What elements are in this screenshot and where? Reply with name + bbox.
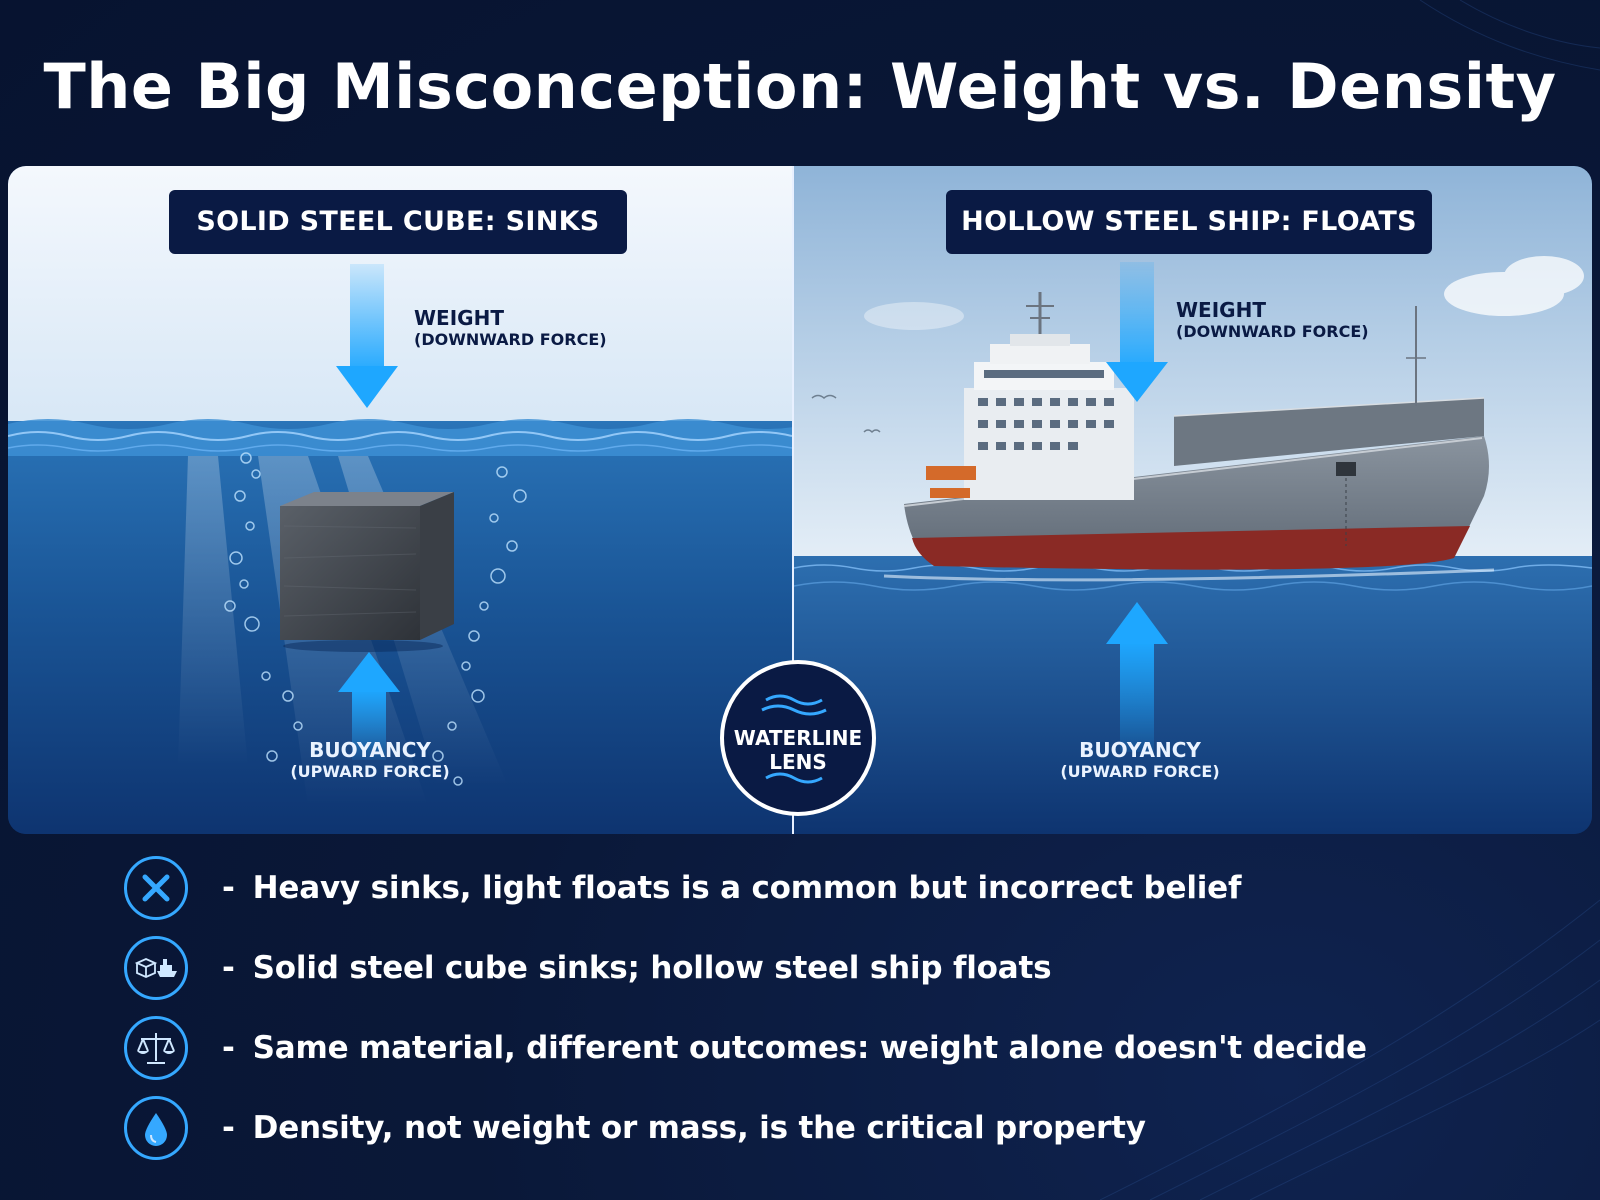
ship-weight-label: WEIGHT (DOWNWARD FORCE) — [1176, 298, 1369, 341]
ship-panel-title: HOLLOW STEEL SHIP: FLOATS — [946, 190, 1432, 254]
buoyancy-arrow-shaft — [1120, 642, 1154, 752]
ship-scene — [794, 166, 1592, 834]
wave-icon — [761, 694, 827, 784]
weight-subtext: (DOWNWARD FORCE) — [1176, 322, 1369, 341]
badge-line-1: WATERLINE — [733, 726, 863, 750]
bullet-dash: - — [222, 950, 235, 986]
point-text: Same material, different outcomes: weigh… — [252, 1030, 1367, 1066]
bullet-dash: - — [222, 870, 235, 906]
weight-text: WEIGHT — [414, 306, 504, 330]
x-icon — [124, 856, 188, 920]
bullet-dash: - — [222, 1030, 235, 1066]
comparison-panels: SOLID STEEL CUBE: SINKS WEIGHT (DOWNWARD… — [8, 166, 1592, 834]
buoyancy-subtext: (UPWARD FORCE) — [1060, 762, 1220, 781]
cube-buoyancy-label: BUOYANCY (UPWARD FORCE) — [290, 738, 450, 781]
steel-ship — [903, 292, 1489, 570]
list-item: -Density, not weight or mass, is the cri… — [124, 1096, 1424, 1164]
weight-arrow-head — [1106, 362, 1168, 402]
point-text: Density, not weight or mass, is the crit… — [252, 1110, 1146, 1146]
panel-divider — [792, 166, 794, 834]
buoyancy-arrow-head — [338, 652, 400, 692]
ship-panel: HOLLOW STEEL SHIP: FLOATS WEIGHT (DOWNWA… — [794, 166, 1592, 834]
cube-weight-label: WEIGHT (DOWNWARD FORCE) — [414, 306, 607, 349]
bullet-dash: - — [222, 1110, 235, 1146]
cube-scene — [8, 166, 792, 834]
buoyancy-subtext: (UPWARD FORCE) — [290, 762, 450, 781]
list-item: -Same material, different outcomes: weig… — [124, 1016, 1424, 1084]
list-item: -Heavy sinks, light floats is a common b… — [124, 856, 1424, 924]
weight-text: WEIGHT — [1176, 298, 1266, 322]
cube-panel-title: SOLID STEEL CUBE: SINKS — [169, 190, 627, 254]
point-text: Heavy sinks, light floats is a common bu… — [252, 870, 1242, 906]
water-drop-icon — [124, 1096, 188, 1160]
waterline-lens-badge: WATERLINE LENS — [720, 660, 876, 816]
cube-ship-icon — [124, 936, 188, 1000]
list-item: -Solid steel cube sinks; hollow steel sh… — [124, 936, 1424, 1004]
point-text: Solid steel cube sinks; hollow steel shi… — [252, 950, 1052, 986]
badge-line-2: LENS — [769, 750, 827, 774]
page-title: The Big Misconception: Weight vs. Densit… — [43, 50, 1557, 123]
buoyancy-text: BUOYANCY — [1079, 738, 1201, 762]
weight-arrow-shaft — [350, 264, 384, 376]
cube-panel: SOLID STEEL CUBE: SINKS WEIGHT (DOWNWARD… — [8, 166, 792, 834]
scale-icon — [124, 1016, 188, 1080]
badge-label: WATERLINE LENS — [724, 726, 872, 774]
weight-arrow-shaft — [1120, 262, 1154, 372]
buoyancy-arrow-shaft — [352, 690, 386, 760]
buoyancy-arrow-head — [1106, 602, 1168, 644]
weight-subtext: (DOWNWARD FORCE) — [414, 330, 607, 349]
buoyancy-text: BUOYANCY — [309, 738, 431, 762]
steel-cube — [280, 492, 454, 652]
weight-arrow-head — [336, 366, 398, 408]
ship-buoyancy-label: BUOYANCY (UPWARD FORCE) — [1060, 738, 1220, 781]
